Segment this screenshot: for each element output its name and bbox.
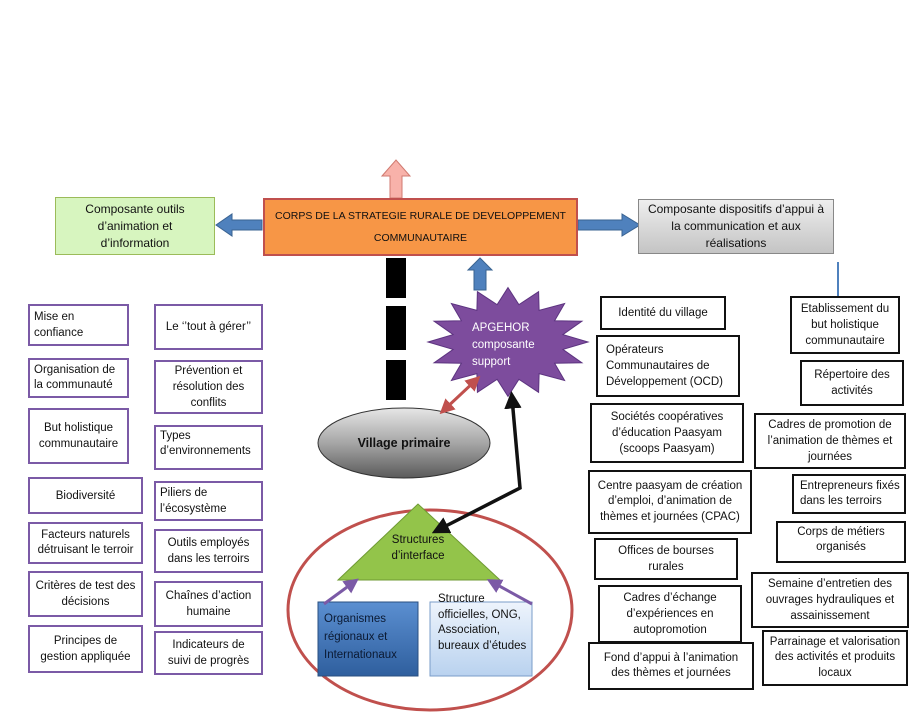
interface-triangle: [336, 503, 502, 581]
left2-item-indicateurs: Indicateurs de suivi de progrès: [154, 631, 263, 675]
left-item-principes: Principes de gestion appliquée: [28, 625, 143, 673]
left-item-facteurs-naturels: Facteurs naturels détruisant le terroir: [28, 522, 143, 564]
organismes-box-bg: [317, 601, 419, 677]
left-item-label: Biodiversité: [55, 489, 116, 502]
left-item-criteres: Critères de test des décisions: [28, 571, 143, 617]
structure-box-bg: [429, 601, 533, 677]
left2-item-piliers: Piliers de l’écosystème: [154, 481, 263, 521]
left-item-mise-en-confiance: Mise en confiance: [28, 304, 129, 346]
left2-item-label: Piliers de l’écosystème: [160, 487, 227, 515]
component-outils-label: Composante outils d’animation et d’infor…: [85, 201, 185, 250]
right-item-ocd: Opérateurs Communautaires de Développeme…: [596, 335, 740, 397]
right-item-scoops: Sociétés coopératives d’éducation Paasya…: [590, 403, 744, 463]
component-dispositifs-label: Composante dispositifs d’appui à la comm…: [647, 202, 825, 250]
right-item-label: Sociétés coopératives d’éducation Paasya…: [610, 411, 724, 455]
right-item-label: Cadres d’échange d’expériences en autopr…: [623, 592, 717, 636]
left2-item-prevention: Prévention et résolution des conflits: [154, 360, 263, 414]
right2-item-cadres-promotion: Cadres de promotion de l’animation de th…: [754, 413, 906, 469]
left-item-label: Organisation de la communauté: [34, 364, 116, 391]
left2-item-label: Outils employés dans les terroirs: [167, 537, 250, 565]
left2-item-label: Types d’environnements: [160, 430, 251, 457]
right2-item-corps-metiers: Corps de métiers organisés: [776, 521, 906, 563]
left2-item-label: Prévention et résolution des conflits: [172, 365, 245, 409]
interface-ellipse: [286, 508, 574, 712]
left-item-but-holistique: But holistique communautaire: [28, 408, 129, 464]
interface-apgehor-arrow: [431, 391, 522, 534]
left2-item-chaines: Chaînes d’action humaine: [154, 581, 263, 627]
interface-triangle-label: Structures d’interface: [391, 534, 445, 562]
left-arrow: [215, 213, 263, 237]
right2-item-label: Entrepreneurs fixés dans les terroirs: [800, 480, 900, 507]
right-item-fond-appui: Fond d’appui à l’animation des thèmes et…: [588, 642, 754, 690]
apgehor-label: APGEHOR composante support: [472, 322, 535, 368]
core-title-line1: CORPS DE LA STRATEGIE RURALE DE DEVELOPP…: [275, 210, 566, 222]
component-outils-box: Composante outils d’animation et d’infor…: [55, 197, 215, 255]
left-item-label: But holistique communautaire: [38, 422, 119, 450]
right2-item-label: Cadres de promotion de l’animation de th…: [767, 419, 893, 463]
left2-item-types-environnements: Types d’environnements: [154, 425, 263, 470]
dash-bar-2: [386, 306, 406, 350]
left-item-organisation: Organisation de la communauté: [28, 358, 129, 398]
purple-arrow-left: [323, 578, 359, 606]
left2-item-label: Indicateurs de suivi de progrès: [167, 639, 250, 667]
right2-item-etablissement: Etablissement du but holistique communau…: [790, 296, 900, 354]
core-strategy-box: CORPS DE LA STRATEGIE RURALE DE DEVELOPP…: [263, 198, 578, 256]
right2-item-semaine-entretien: Semaine d’entretien des ouvrages hydraul…: [751, 572, 909, 628]
structure-label: Structure officielles, ONG, Association,…: [438, 593, 527, 652]
right2-item-label: Parrainage et valorisation des activités…: [769, 635, 901, 679]
right-item-cadres-echange: Cadres d’échange d’expériences en autopr…: [598, 585, 742, 643]
left-item-label: Mise en confiance: [34, 311, 84, 339]
left-item-label: Facteurs naturels détruisant le terroir: [37, 529, 134, 556]
component-dispositifs-box: Composante dispositifs d’appui à la comm…: [638, 199, 834, 254]
village-apgehor-arrow: [439, 375, 481, 415]
apgehor-up-arrow: [466, 257, 494, 291]
left-item-label: Principes de gestion appliquée: [40, 635, 131, 663]
right2-item-label: Répertoire des activités: [814, 369, 890, 397]
right2-item-repertoire: Répertoire des activités: [800, 360, 904, 406]
left2-item-label: Le ‘’tout à gérer’’: [165, 321, 252, 333]
left2-item-outils-employes: Outils employés dans les terroirs: [154, 529, 263, 573]
dash-bar-1: [386, 258, 406, 298]
right2-item-label: Semaine d’entretien des ouvrages hydraul…: [765, 578, 895, 622]
village-label: Village primaire: [357, 436, 451, 450]
right2-item-parrainage: Parrainage et valorisation des activités…: [762, 630, 908, 686]
right-item-label: Fond d’appui à l’animation des thèmes et…: [603, 651, 739, 680]
right-item-label: Offices de bourses rurales: [618, 545, 714, 573]
right-arrow: [577, 213, 641, 237]
dash-bar-3: [386, 360, 406, 400]
right-item-label: Identité du village: [618, 307, 708, 319]
left-item-label: Critères de test des décisions: [35, 580, 136, 608]
right2-item-entrepreneurs: Entrepreneurs fixés dans les terroirs: [792, 474, 906, 514]
organismes-label: Organismes régionaux et Internationaux: [324, 613, 397, 661]
purple-arrow-right: [486, 579, 533, 606]
right2-item-label: Etablissement du but holistique communau…: [800, 303, 890, 347]
right-item-identite: Identité du village: [600, 296, 726, 330]
up-arrow: [380, 159, 412, 199]
left-item-biodiversite: Biodiversité: [28, 477, 143, 514]
right-item-cpac: Centre paasyam de création d’emploi, d’a…: [588, 470, 752, 534]
right2-item-label: Corps de métiers organisés: [797, 526, 885, 553]
right-item-label: Opérateurs Communautaires de Développeme…: [606, 344, 723, 388]
core-title-line2: COMMUNAUTAIRE: [373, 232, 468, 244]
left2-item-tout-a-gerer: Le ‘’tout à gérer’’: [154, 304, 263, 350]
left2-item-label: Chaînes d’action humaine: [165, 590, 252, 618]
right-item-label: Centre paasyam de création d’emploi, d’a…: [597, 479, 743, 523]
right-item-offices: Offices de bourses rurales: [594, 538, 738, 580]
